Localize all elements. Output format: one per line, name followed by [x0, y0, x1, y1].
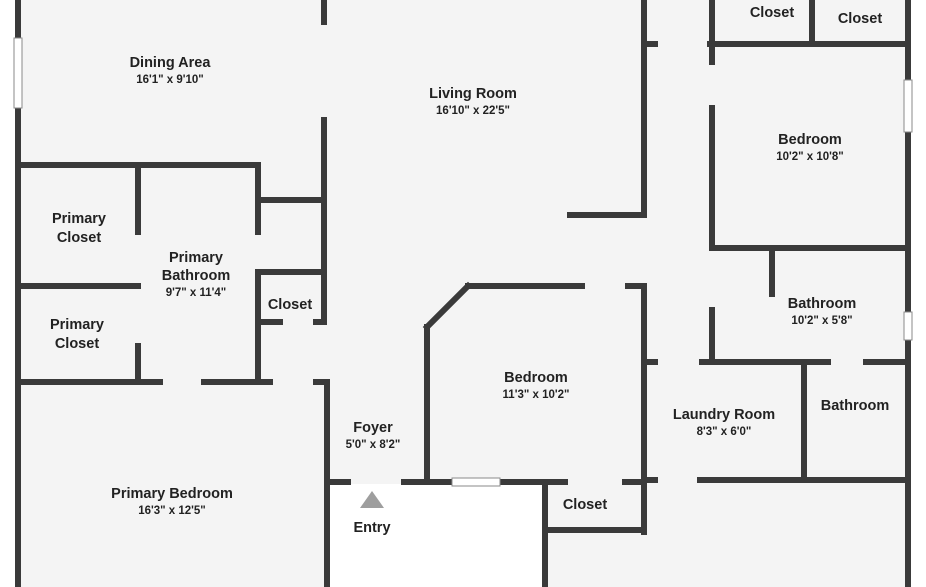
primary-closet-2-line2: Closet	[55, 336, 99, 352]
closet-mid-label: Closet	[268, 297, 312, 313]
windows	[13, 37, 913, 487]
laundry-room-dims: 8'3" x 6'0"	[697, 426, 752, 438]
bedroom-middle-dims: 11'3" x 10'2"	[503, 389, 570, 401]
closet-top-2-label: Closet	[838, 11, 882, 27]
window-dining	[13, 37, 23, 109]
dining-area-label: Dining Area	[130, 55, 212, 71]
primary-bedroom-dims: 16'3" x 12'5"	[138, 505, 206, 517]
primary-bathroom-dims: 9'7" x 11'4"	[166, 287, 227, 299]
window-bathroom-right	[903, 311, 913, 341]
bedroom-upper-dims: 10'2" x 10'8"	[776, 151, 844, 163]
closet-top-1-label: Closet	[750, 5, 794, 21]
entry-arrow-icon	[360, 491, 384, 508]
closet-bottom-label: Closet	[563, 497, 607, 513]
bathroom-right-dims: 10'2" x 5'8"	[791, 315, 852, 327]
window-bedroom-middle	[451, 477, 501, 487]
bedroom-upper-label: Bedroom	[778, 132, 842, 148]
window-bedroom-upper	[903, 79, 913, 133]
entry-label: Entry	[353, 520, 390, 536]
primary-bathroom-line2: Bathroom	[162, 268, 230, 284]
room-labels: Dining Area 16'1" x 9'10" Living Room 16…	[50, 5, 889, 536]
bathroom-small-label: Bathroom	[821, 398, 889, 414]
primary-bathroom-line1: Primary	[169, 250, 223, 266]
bedroom-middle-label: Bedroom	[504, 370, 568, 386]
walls	[15, 0, 911, 587]
laundry-room-label: Laundry Room	[673, 407, 775, 423]
foyer-label: Foyer	[353, 420, 393, 436]
living-room-label: Living Room	[429, 86, 517, 102]
primary-closet-2-line1: Primary	[50, 317, 104, 333]
foyer-dims: 5'0" x 8'2"	[346, 439, 401, 451]
primary-closet-1-line1: Primary	[52, 211, 106, 227]
primary-bedroom-label: Primary Bedroom	[111, 486, 233, 502]
dining-area-dims: 16'1" x 9'10"	[136, 74, 204, 86]
bathroom-right-label: Bathroom	[788, 296, 856, 312]
living-room-dims: 16'10" x 22'5"	[436, 105, 510, 117]
primary-closet-1-line2: Closet	[57, 230, 101, 246]
